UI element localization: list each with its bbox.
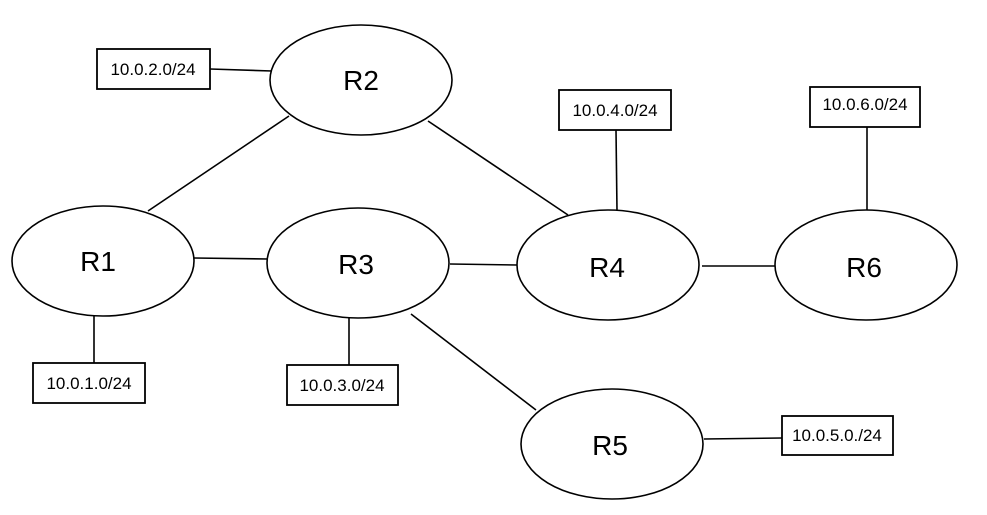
subnet-r4-label: 10.0.4.0/24 [572, 101, 657, 120]
router-r4-shape [516, 209, 700, 321]
subnet-r3-label: 10.0.3.0/24 [299, 376, 384, 395]
router-r2-label: R2 [343, 65, 379, 96]
router-r1-shape [11, 205, 195, 317]
router-r3-shape [266, 207, 450, 319]
router-r5-label: R5 [592, 430, 628, 461]
router-r1: R1 [11, 205, 195, 317]
link-r4-subnet [615, 129, 618, 212]
subnet-r6-label: 10.0.6.0/24 [822, 95, 907, 114]
subnet-r2-box [96, 48, 211, 90]
subnet-r2: 10.0.2.0/24 [96, 48, 211, 90]
router-r6-shape [774, 209, 958, 321]
link-r2-r4 [427, 120, 569, 216]
router-links [147, 115, 776, 411]
link-r1-r2 [147, 115, 290, 212]
router-r4: R4 [516, 209, 700, 321]
subnet-r6-box [809, 86, 921, 128]
subnet-r3-box [286, 364, 399, 406]
router-r1-label: R1 [80, 246, 116, 277]
link-r3-r5 [410, 313, 537, 411]
subnet-r5: 10.0.5.0./24 [781, 415, 894, 456]
subnet-r3: 10.0.3.0/24 [286, 364, 399, 406]
subnet-links [93, 68, 868, 440]
subnet-r2-label: 10.0.2.0/24 [110, 60, 195, 79]
router-r6-label: R6 [846, 252, 882, 283]
subnet-r1-label: 10.0.1.0/24 [46, 374, 131, 393]
subnet-r4: 10.0.4.0/24 [558, 89, 672, 131]
router-r2: R2 [269, 24, 453, 136]
router-r5-shape [520, 388, 704, 500]
link-r5-subnet [703, 437, 783, 440]
subnet-r1-box [32, 362, 146, 404]
subnet-r5-box [781, 415, 894, 456]
subnet-r6: 10.0.6.0/24 [809, 86, 921, 128]
subnet-r1: 10.0.1.0/24 [32, 362, 146, 404]
subnet-r5-label: 10.0.5.0./24 [792, 426, 882, 445]
subnet-r4-box [558, 89, 672, 131]
router-r3-label: R3 [338, 249, 374, 280]
router-r3: R3 [266, 207, 450, 319]
router-r6: R6 [774, 209, 958, 321]
router-r2-shape [269, 24, 453, 136]
router-r4-label: R4 [589, 252, 625, 283]
router-r5: R5 [520, 388, 704, 500]
link-r1-r3 [193, 257, 269, 260]
link-r3-r4 [449, 263, 518, 266]
link-r2-subnet [209, 68, 273, 72]
